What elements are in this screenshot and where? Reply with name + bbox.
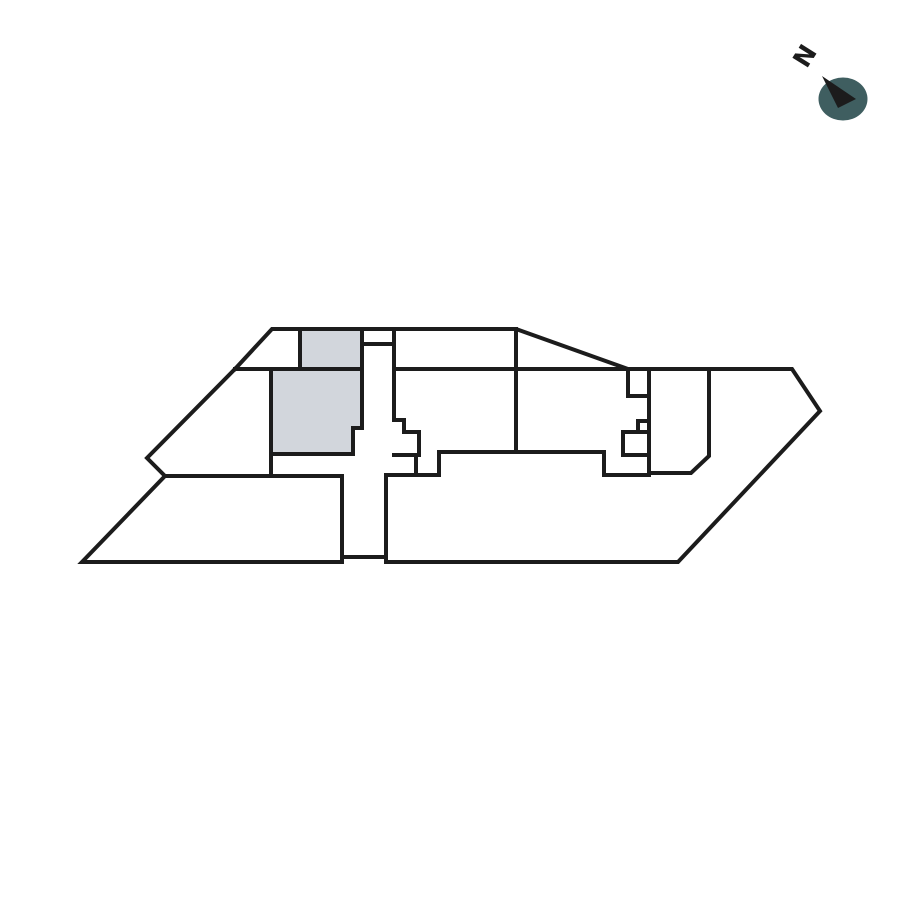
- corridor-east-wall: [384, 342, 421, 564]
- east-core-west-wall: [621, 367, 651, 477]
- highlighted-unit[interactable]: [271, 329, 362, 454]
- highlighted-unit-upper-room[interactable]: [300, 329, 362, 369]
- highlighted-unit-main-room[interactable]: [271, 369, 362, 454]
- corridor-top: [360, 327, 396, 346]
- north-arrow-icon: [822, 76, 856, 108]
- wall-highlight-east: [269, 327, 364, 456]
- north-compass: N: [787, 39, 868, 121]
- east-unit-wall: [647, 367, 711, 475]
- building-walls: [77, 327, 823, 564]
- north-letter: N: [787, 39, 823, 72]
- west-wing-lower: [77, 474, 344, 564]
- wall-middle-south: [414, 450, 651, 477]
